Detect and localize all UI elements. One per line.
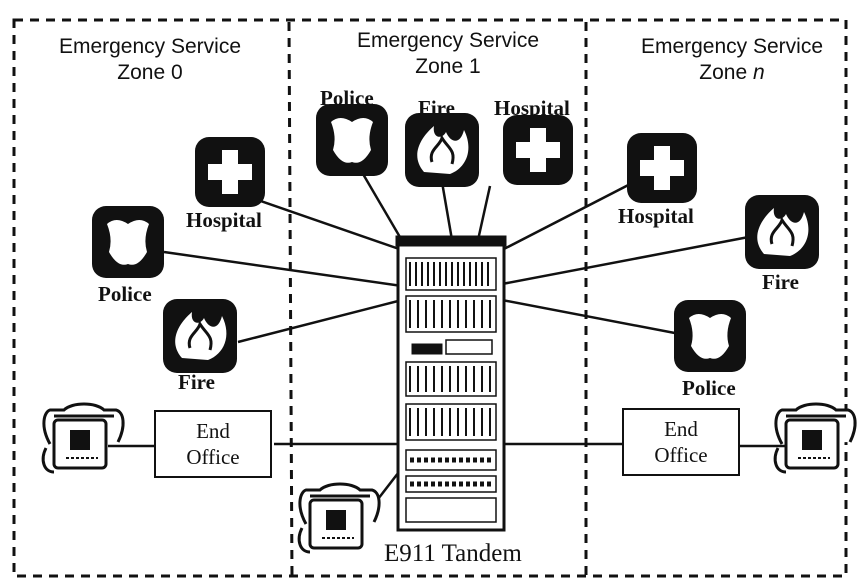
hospital-cross-icon <box>503 115 573 185</box>
zone-0-title-line2: Zone 0 <box>117 61 183 84</box>
zone-boundaries <box>12 18 848 579</box>
zone-0-title: Emergency Service Zone 0 <box>30 34 270 86</box>
zone-n-fire-label: Fire <box>762 270 799 294</box>
zone-1-hospital-label: Hospital <box>494 96 570 120</box>
zone-n-hospital-label: Hospital <box>618 204 694 228</box>
zone-0-hospital-label: Hospital <box>186 208 262 232</box>
police-badge-icon <box>92 206 164 278</box>
fire-flame-icon <box>403 111 481 189</box>
zone-1-police-label: Police <box>320 86 374 110</box>
e911-tandem-label: E911 Tandem <box>384 540 522 567</box>
zone-0-police-label: Police <box>98 282 152 306</box>
telephone-icon <box>41 402 125 474</box>
zone-1-title-line2: Zone 1 <box>415 55 481 78</box>
fire-flame-icon <box>161 297 239 375</box>
zone-n-word: Zone <box>699 61 748 84</box>
zone-0-end-office: End Office <box>154 410 272 478</box>
zone-1-title-line1: Emergency Service <box>356 29 540 52</box>
zone-n-title-line2: Zone n <box>612 60 852 86</box>
switch-rack-icon <box>395 235 507 532</box>
zone-1-title: Emergency Service Zone 1 <box>328 28 568 80</box>
telephone-icon <box>773 402 857 474</box>
hospital-cross-icon <box>627 133 697 203</box>
zone-0-fire-label: Fire <box>178 370 215 394</box>
zone-0-end-office-line2: Office <box>186 445 240 469</box>
police-badge-icon <box>674 300 746 372</box>
zone-0-end-office-line1: End <box>196 419 230 443</box>
zone-n-title: Emergency Service Zone n <box>612 34 852 86</box>
hospital-cross-icon <box>195 137 265 207</box>
connection-lines <box>108 161 786 513</box>
zone-n-end-office-line2: Office <box>654 443 708 467</box>
zone-n-title-line1: Emergency Service <box>640 35 824 58</box>
zone-n-variable: n <box>753 61 765 84</box>
zone-n-end-office: End Office <box>622 408 740 476</box>
zone-1-fire-label: Fire <box>418 96 455 120</box>
telephone-icon <box>297 482 381 554</box>
zone-n-police-label: Police <box>682 376 736 400</box>
police-badge-icon <box>316 104 388 176</box>
zone-n-end-office-line1: End <box>664 417 698 441</box>
fire-flame-icon <box>743 193 821 271</box>
zone-0-title-line1: Emergency Service <box>58 35 242 58</box>
